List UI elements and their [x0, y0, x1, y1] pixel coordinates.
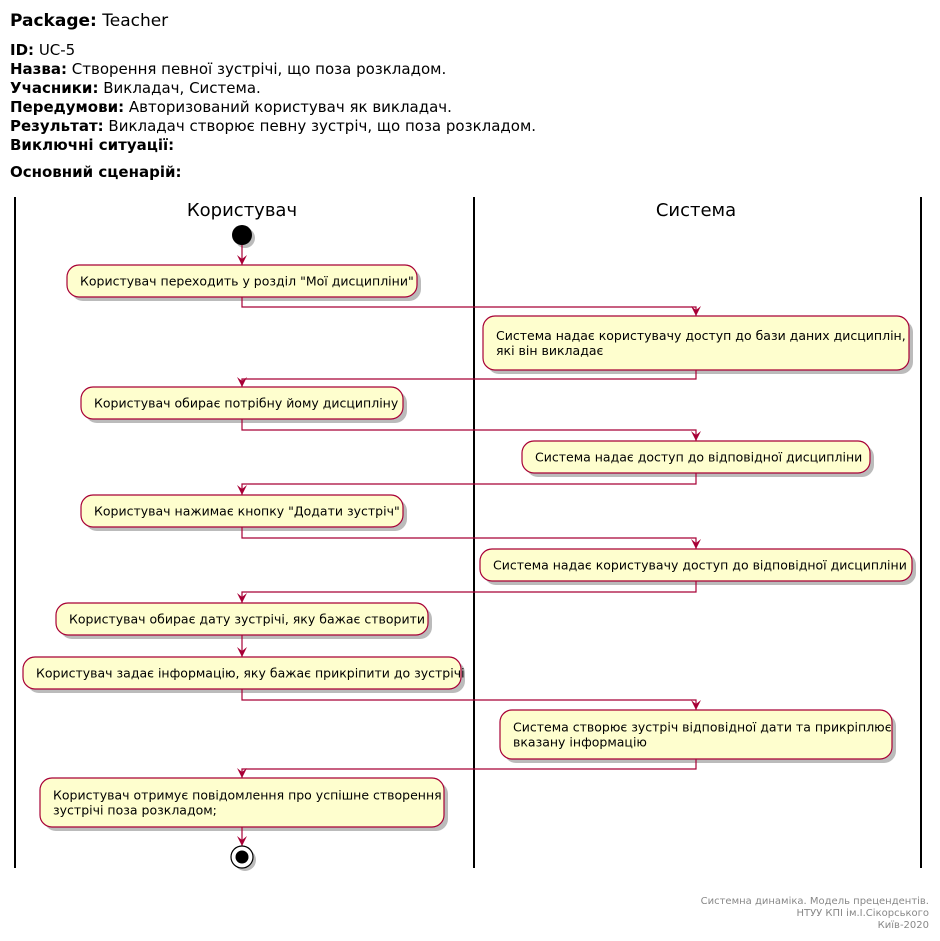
package-label: Package: — [10, 11, 97, 31]
exceptions-label: Виключні ситуації: — [10, 136, 175, 154]
flow-arrow-7 — [241, 689, 701, 710]
result-value: Викладач створює певну зустріч, що поза … — [108, 117, 537, 135]
activity-text-9-1: зустрічі поза розкладом; — [53, 803, 217, 818]
activity-text-7-0: Користувач задає інформацію, яку бажає п… — [36, 666, 465, 681]
id-label: ID: — [10, 41, 35, 59]
activity-text-1-1: які він викладає — [496, 343, 603, 358]
scenario-label: Основний сценарій: — [10, 163, 182, 181]
name-line: Назва: Створення певної зустрічі, що поз… — [10, 60, 536, 79]
preconditions-label: Передумови: — [10, 98, 125, 116]
activity-text-8-1: вказану інформацію — [513, 735, 647, 750]
flow-arrow-8 — [237, 759, 697, 778]
package-value: Teacher — [102, 11, 169, 31]
activity-text-0-0: Користувач переходить у розділ "Мої дисц… — [80, 274, 414, 289]
activity-text-9-0: Користувач отримує повідомлення про успі… — [53, 788, 442, 803]
footer: Системна динаміка. Модель прецендентів. … — [701, 896, 929, 932]
exceptions-line: Виключні ситуації: — [10, 136, 536, 155]
flow-arrow-5 — [237, 581, 697, 603]
activity-text-8-0: Система створює зустріч відповідної дати… — [513, 720, 892, 735]
id-line: ID: UC-5 — [10, 41, 536, 60]
package-line: Package: Teacher — [10, 10, 536, 32]
result-line: Результат: Викладач створює певну зустрі… — [10, 117, 536, 136]
name-label: Назва: — [10, 60, 68, 78]
id-value: UC-5 — [38, 41, 76, 59]
footer-line-2: НТУУ КПІ ім.І.Сікорського — [796, 908, 929, 919]
use-case-header: Package: Teacher ID: UC-5 Назва: Створен… — [10, 10, 536, 182]
participants-value: Викладач, Система. — [103, 79, 261, 97]
lane-title-1: Система — [656, 200, 736, 221]
participants-label: Учасники: — [10, 79, 99, 97]
use-case-details: ID: UC-5 Назва: Створення певної зустріч… — [10, 41, 536, 182]
lane-title-0: Користувач — [187, 200, 297, 221]
start-node — [232, 225, 252, 245]
activity-text-1-0: Система надає користувачу доступ до бази… — [496, 328, 906, 343]
preconditions-line: Передумови: Авторизований користувач як … — [10, 98, 536, 117]
end-node-dot — [235, 850, 249, 864]
name-value: Створення певної зустрічі, що поза розкл… — [71, 60, 447, 78]
scenario-line: Основний сценарій: — [10, 163, 536, 182]
participants-line: Учасники: Викладач, Система. — [10, 79, 536, 98]
flow-arrow-3 — [237, 473, 697, 495]
footer-line-3: Київ-2020 — [877, 920, 929, 931]
activity-text-3-0: Система надає доступ до відповідної дисц… — [535, 450, 862, 465]
activity-text-2-0: Користувач обирає потрібну йому дисциплі… — [94, 396, 399, 411]
flow-arrow-4 — [241, 527, 701, 549]
activity-text-4-0: Користувач нажимає кнопку "Додати зустрі… — [94, 504, 400, 519]
flow-arrow-0 — [241, 297, 701, 316]
preconditions-value: Авторизований користувач як викладач. — [128, 98, 452, 116]
activity-text-6-0: Користувач обирає дату зустрічі, яку баж… — [69, 612, 425, 627]
activity-text-5-0: Система надає користувачу доступ до відп… — [493, 558, 907, 573]
result-label: Результат: — [10, 117, 104, 135]
footer-line-1: Системна динаміка. Модель прецендентів. — [700, 896, 929, 907]
flow-arrow-2 — [241, 419, 701, 441]
flow-arrow-1 — [237, 370, 697, 387]
